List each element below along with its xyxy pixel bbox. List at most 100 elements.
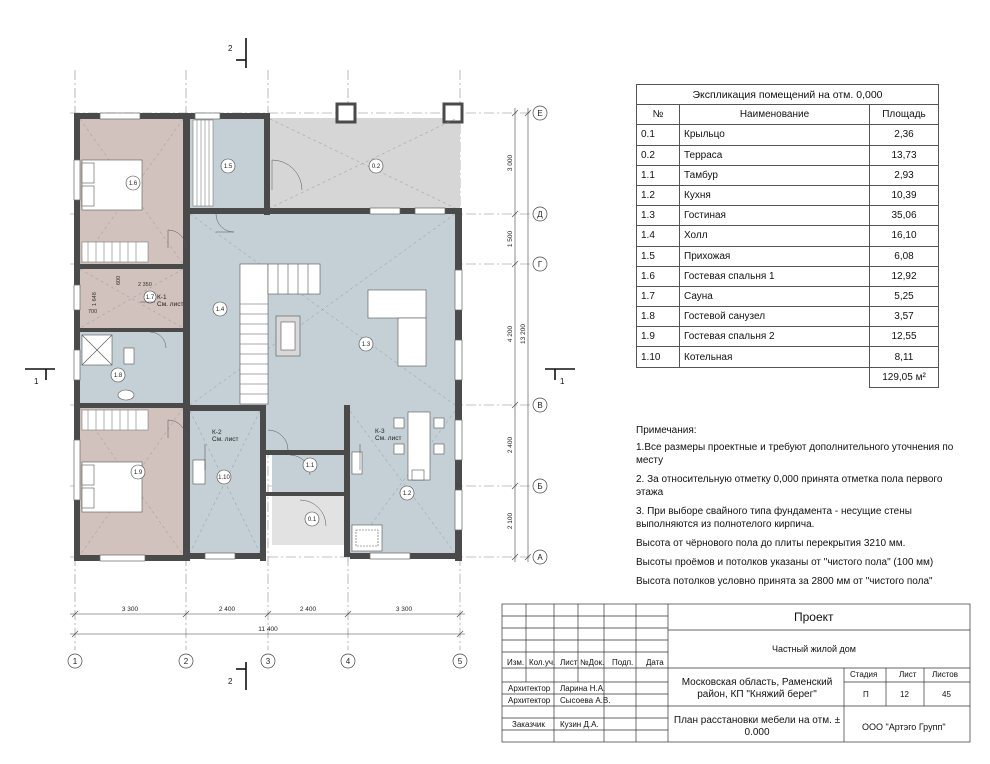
- dim-bottom-1: 3 300: [122, 606, 139, 613]
- explication-cell-area: 16,10: [869, 225, 939, 247]
- explication-cell-no: 1.10: [636, 346, 680, 368]
- axis-number-4: 4: [346, 657, 351, 666]
- explication-cell-no: 0.1: [636, 124, 680, 146]
- header-name: Наименование: [679, 104, 870, 126]
- small-dims: 2 350 600 1 648 700: [88, 276, 152, 315]
- furniture: [81, 159, 445, 552]
- dim-total-right: 13 200: [520, 324, 527, 344]
- explication-cell-area: 10,39: [869, 184, 939, 207]
- dim-bottom-3: 2 400: [300, 606, 317, 613]
- section-mark-top: 2: [228, 44, 233, 53]
- explication-cell-name: Котельная: [679, 346, 870, 368]
- tb-role-2: Архитектор: [508, 696, 551, 705]
- tb-project: Проект: [794, 610, 834, 624]
- notes-header: Примечания:: [636, 425, 697, 436]
- explication-cell-name: Крыльцо: [679, 124, 870, 146]
- section-labels: К-1 См. лист К-2 См. лист К-3 См. лист: [157, 294, 401, 443]
- k2-note: См. лист: [212, 436, 238, 443]
- tb-name-3: Кузин Д.А.: [560, 720, 599, 729]
- room-tag-1-3: 1.3: [362, 342, 371, 348]
- note-5: Высоты проёмов и потолков указаны от "чи…: [636, 557, 934, 568]
- room-tag-1-4: 1.4: [216, 307, 225, 313]
- tb-sheet-label: Лист: [899, 670, 917, 679]
- k3-code: К-3: [375, 428, 385, 435]
- tb-object: Частный жилой дом: [772, 644, 856, 654]
- dim-text-bottom: 3 300 2 400 2 400 3 300 11 400: [122, 606, 413, 633]
- axis-number-labels: 1 2 3 4 5: [73, 657, 463, 666]
- explication-title: Экспликация помещений на отм. 0,000: [636, 83, 939, 106]
- section-mark-right: 1: [560, 377, 565, 386]
- k3-note: См. лист: [375, 435, 401, 442]
- axis-bubbles-numbers: [67, 653, 468, 669]
- dim-bottom-4: 3 300: [396, 606, 413, 613]
- dim-right-2: 1 500: [507, 230, 514, 247]
- explication-cell-no: 1.4: [636, 225, 680, 247]
- room-tag-labels: 1.6 1.5 0.2 1.7 1.4 1.3 1.8 1.9 1.10 1.1…: [114, 164, 412, 523]
- tb-col-kol: Кол.уч.: [529, 658, 556, 667]
- section-mark-labels: 2 2 1 1: [34, 44, 565, 686]
- axis-letter-d: Д: [537, 210, 543, 219]
- explication-total-spacer: [637, 367, 870, 387]
- explication-cell-no: 1.5: [636, 245, 680, 267]
- explication-cell-area: 8,11: [869, 346, 939, 368]
- room-tag-1-7: 1.7: [146, 295, 155, 301]
- toilet: [123, 347, 135, 365]
- small-dim-2350: 2 350: [138, 282, 152, 288]
- explication-cell-name: Гостевой санузел: [679, 306, 870, 328]
- header-no: №: [636, 104, 680, 126]
- tb-name-1: Ларина Н.А.: [560, 684, 606, 693]
- axis-letter-e: Е: [537, 109, 542, 118]
- sink: [117, 389, 135, 401]
- explication-cell-no: 1.7: [636, 285, 680, 308]
- room-tag-1-1: 1.1: [306, 463, 315, 469]
- axis-bubbles-letters: [532, 105, 548, 565]
- tb-address: Московская область, Раменский район, КП …: [681, 677, 833, 700]
- explication-total-row: 129,05 м²: [637, 366, 939, 388]
- tb-sheets-total: 45: [942, 690, 951, 699]
- room-tag-1-6: 1.6: [129, 181, 138, 187]
- small-dim-600: 600: [116, 276, 122, 285]
- axis-number-3: 3: [266, 657, 271, 666]
- section-mark-bottom: 2: [228, 677, 233, 686]
- doors: [149, 159, 327, 527]
- explication-cell-area: 12,92: [869, 265, 939, 287]
- explication-cell-area: 13,73: [869, 144, 939, 166]
- tb-sheet-no: 12: [900, 690, 909, 699]
- explication-cell-no: 1.2: [636, 184, 680, 207]
- dim-lines-bottom: [70, 610, 465, 638]
- tb-stage-label: Стадия: [850, 670, 878, 679]
- explication-cell-area: 12,55: [869, 326, 939, 348]
- axis-number-1: 1: [73, 657, 78, 666]
- dim-right-5: 2 100: [507, 512, 514, 529]
- explication-cell-area: 3,57: [869, 306, 939, 328]
- explication-cell-name: Гостевая спальня 1: [679, 265, 870, 287]
- room-tag-1-5: 1.5: [224, 164, 233, 170]
- room-tag-1-2: 1.2: [403, 491, 412, 497]
- tb-col-date: Дата: [646, 658, 664, 667]
- tb-col-list: Лист: [560, 658, 578, 667]
- explication-cell-no: 1.8: [636, 306, 680, 328]
- explication-cell-no: 1.1: [636, 164, 680, 186]
- note-2: 2. За относительную отметку 0,000 принят…: [636, 474, 943, 498]
- explication-cell-name: Холл: [679, 225, 870, 247]
- room-tag-0-1: 0.1: [308, 517, 317, 523]
- explication-cell-name: Терраса: [679, 144, 870, 166]
- tb-role-1: Архитектор: [508, 684, 551, 693]
- room-terrace: [268, 118, 460, 214]
- note-4: Высота от чёрнового пола до плиты перекр…: [636, 538, 906, 549]
- k1-code: К-1: [157, 294, 167, 301]
- terrace-columns: [335, 102, 464, 124]
- dim-total-bottom: 11 400: [258, 626, 278, 633]
- explication-table: Экспликация помещений на отм. 0,000 № На…: [636, 83, 939, 388]
- axis-letter-v: В: [537, 401, 542, 410]
- notes-block: Примечания: 1.Все размеры проектные и тр…: [636, 424, 966, 594]
